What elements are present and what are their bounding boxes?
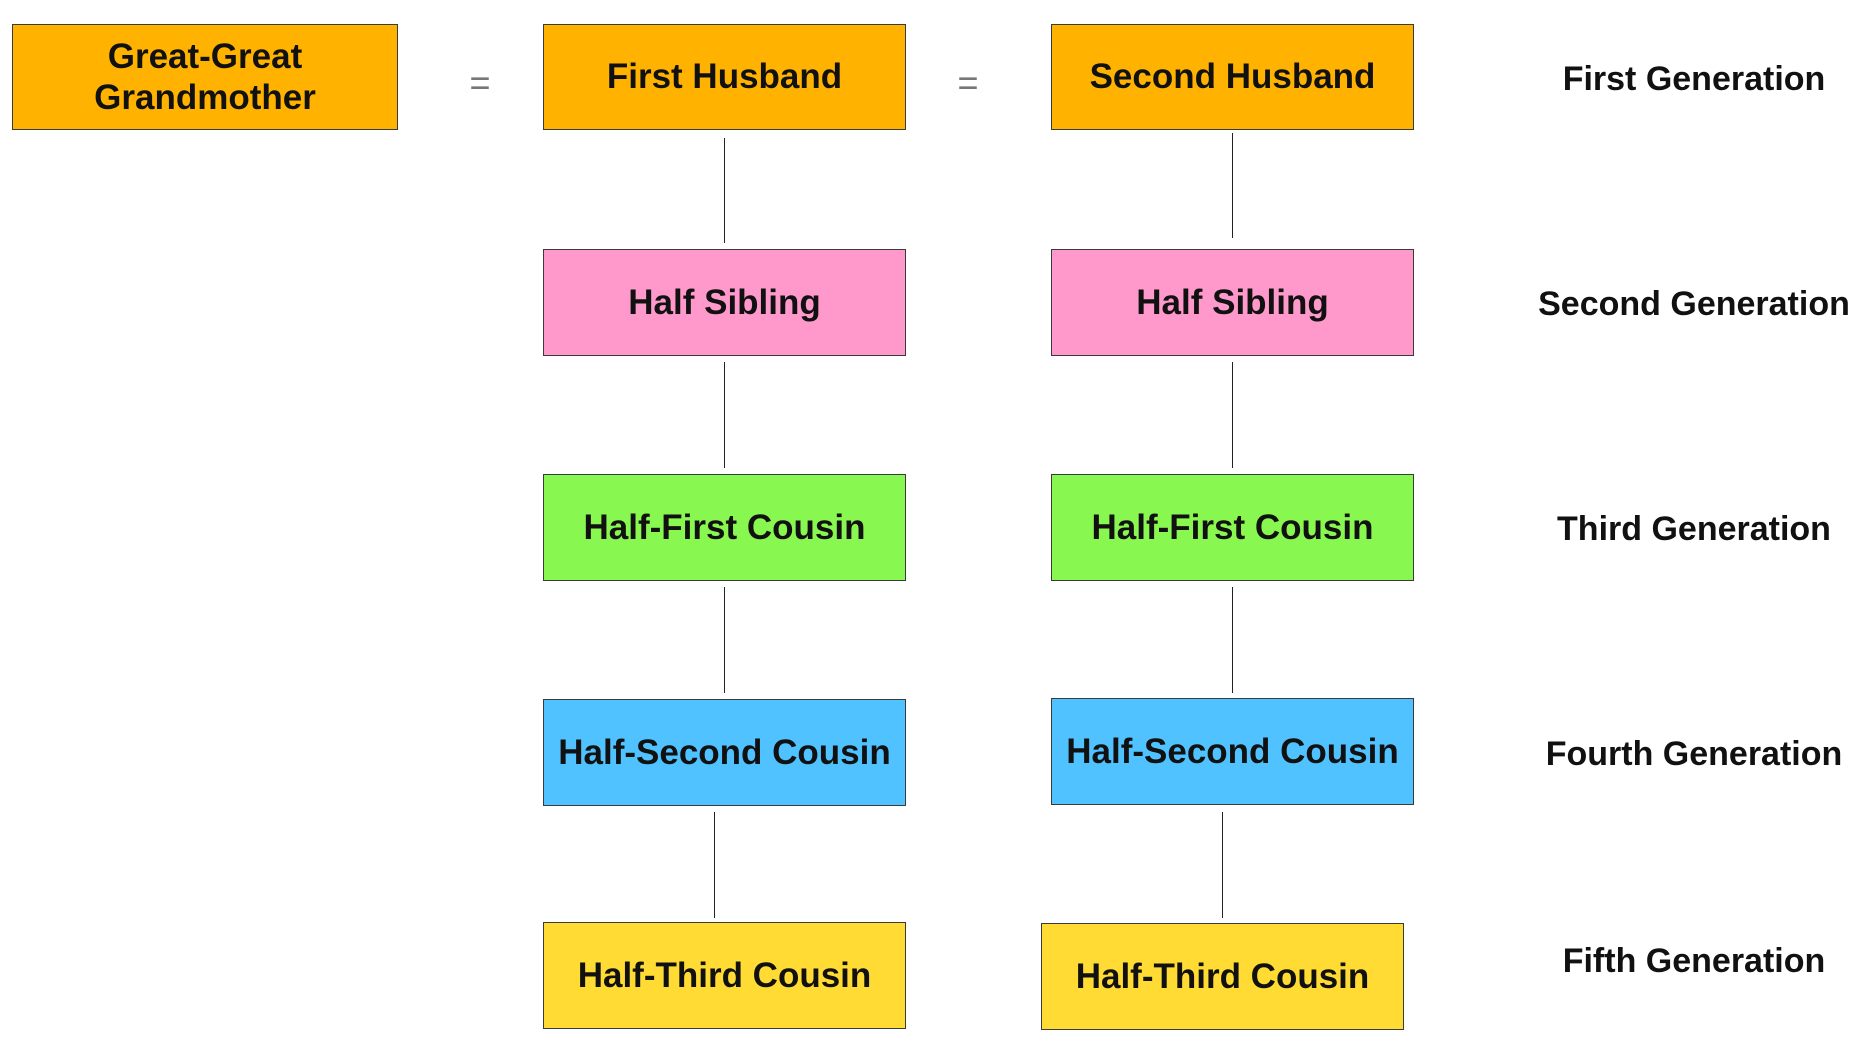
- generation-label-third: Third Generation: [1557, 510, 1831, 548]
- half-sibling-right-box: Half Sibling: [1051, 249, 1414, 356]
- connector-left-4: [714, 812, 715, 918]
- half-first-cousin-left-box: Half-First Cousin: [543, 474, 906, 581]
- half-third-cousin-right-box: Half-Third Cousin: [1041, 923, 1404, 1030]
- great-great-grandmother-line1: Great-Great: [107, 36, 303, 76]
- connector-right-4: [1222, 812, 1223, 918]
- connector-right-1: [1232, 133, 1233, 238]
- connector-right-2: [1232, 362, 1233, 468]
- marriage-symbol-first: =: [469, 62, 491, 103]
- first-husband-box: First Husband: [543, 24, 906, 130]
- generation-label-first: First Generation: [1562, 60, 1826, 98]
- half-first-cousin-right-box: Half-First Cousin: [1051, 474, 1414, 581]
- generation-label-fourth: Fourth Generation: [1545, 735, 1843, 773]
- generation-label-second: Second Generation: [1538, 285, 1850, 323]
- generation-label-fifth: Fifth Generation: [1562, 942, 1826, 980]
- great-great-grandmother-box: Great-Great Grandmother: [12, 24, 398, 130]
- half-second-cousin-right-box: Half-Second Cousin: [1051, 698, 1414, 805]
- half-third-cousin-left-box: Half-Third Cousin: [543, 922, 906, 1029]
- half-sibling-left-box: Half Sibling: [543, 249, 906, 356]
- connector-right-3: [1232, 587, 1233, 693]
- marriage-symbol-second: =: [957, 62, 979, 103]
- connector-left-3: [724, 587, 725, 693]
- second-husband-box: Second Husband: [1051, 24, 1414, 130]
- connector-left-1: [724, 138, 725, 243]
- half-second-cousin-left-box: Half-Second Cousin: [543, 699, 906, 806]
- connector-left-2: [724, 362, 725, 468]
- great-great-grandmother-line2: Grandmother: [94, 78, 316, 117]
